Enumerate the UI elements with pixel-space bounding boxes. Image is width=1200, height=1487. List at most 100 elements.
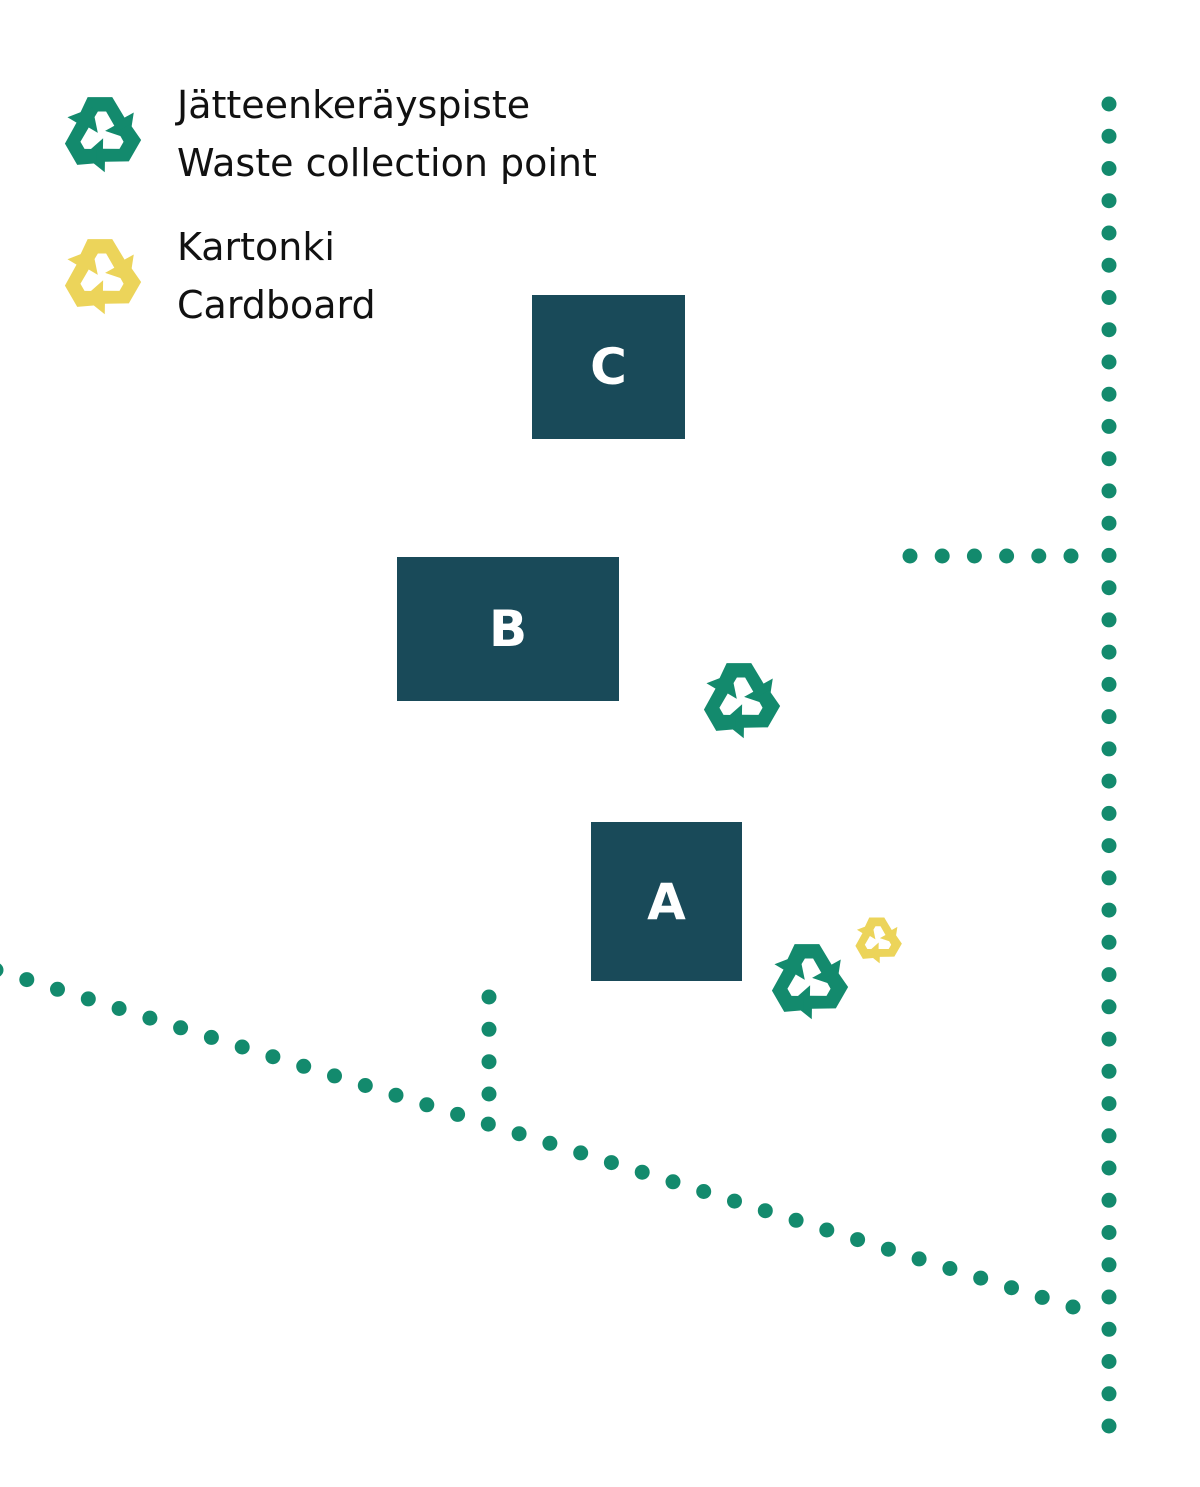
cardboard-point-recycle-icon (855, 917, 902, 964)
path-dot (573, 1145, 589, 1161)
path-dot (1101, 1225, 1117, 1240)
path-dot (450, 1106, 466, 1122)
path-dot (1101, 515, 1117, 531)
path-dot (111, 1001, 127, 1016)
path-dot (173, 1020, 189, 1036)
path-dot (1101, 934, 1117, 950)
legend-cardboard-label-fi: Kartonki (177, 225, 335, 269)
path-dot (1101, 322, 1117, 338)
path-dot (1101, 1321, 1117, 1337)
path-dot (1101, 257, 1117, 273)
building-b-label: B (488, 600, 528, 658)
path-dot (357, 1078, 373, 1093)
path-dot (1101, 902, 1117, 918)
path-dot (1101, 1289, 1117, 1305)
path-dot (902, 548, 918, 564)
path-dot (1004, 1280, 1019, 1296)
path-dot (1101, 1063, 1117, 1079)
path-dot (481, 1054, 497, 1070)
path-dot (542, 1135, 558, 1151)
path-dot (1101, 451, 1117, 467)
path-dot (203, 1029, 219, 1045)
path-dot (1101, 386, 1117, 402)
path-dot (265, 1049, 281, 1065)
path-dot (1101, 1128, 1117, 1144)
path-dot (934, 548, 950, 564)
path-dot (388, 1087, 404, 1103)
path-dot (1101, 1418, 1117, 1434)
path-dot (696, 1184, 712, 1199)
path-dot (1101, 290, 1117, 305)
legend-cardboard-recycle-icon (64, 239, 142, 315)
building-c[interactable]: C (532, 295, 685, 439)
path-dot (19, 972, 35, 988)
path-dot (1101, 1192, 1117, 1208)
path-dot (296, 1058, 312, 1074)
path-dot (1101, 676, 1117, 692)
path-dot (1101, 1031, 1117, 1047)
building-c-label: C (590, 338, 627, 396)
legend-cardboard-label-en: Cardboard (177, 283, 376, 327)
path-dot (1101, 193, 1117, 209)
building-b[interactable]: B (397, 557, 619, 701)
path-dot (999, 548, 1015, 564)
path-dot (788, 1212, 804, 1228)
path-dot (1101, 870, 1117, 886)
path-dot (1101, 483, 1117, 499)
path-dot (142, 1010, 158, 1026)
path-dot (80, 991, 96, 1007)
path-dot (850, 1232, 866, 1248)
waste-point-recycle-icon (771, 944, 849, 1020)
footpath-dots (0, 96, 1117, 1434)
path-dot (1101, 128, 1117, 144)
path-dot (234, 1039, 250, 1055)
path-dot (1101, 1160, 1117, 1176)
path-dot (757, 1203, 773, 1219)
path-dot (603, 1155, 619, 1171)
path-dot (1101, 225, 1117, 241)
path-dot (1101, 612, 1117, 628)
path-dot (880, 1241, 896, 1257)
path-dot (665, 1174, 681, 1190)
path-dot (419, 1097, 435, 1113)
path-dot (1101, 741, 1117, 757)
path-dot (819, 1222, 835, 1238)
path-dot (1101, 547, 1117, 563)
path-dot (1101, 1096, 1117, 1112)
path-dot (1101, 709, 1117, 725)
path-dot (1031, 548, 1047, 564)
path-dot (1034, 1289, 1050, 1305)
building-a[interactable]: A (591, 822, 742, 981)
legend-waste-collection: Jätteenkeräyspiste Waste collection poin… (177, 76, 597, 192)
path-dot (1101, 805, 1117, 821)
path-dot (511, 1126, 527, 1142)
building-a-label: A (647, 872, 686, 931)
path-dot (1101, 773, 1117, 789)
path-dot (1063, 548, 1079, 564)
path-dot (50, 981, 65, 997)
path-dot (1101, 1354, 1117, 1369)
path-dot (727, 1193, 742, 1209)
path-dot (1065, 1299, 1081, 1315)
path-dot (966, 548, 982, 564)
legend-waste-recycle-icon (64, 97, 142, 173)
path-dot (1101, 354, 1117, 370)
path-dot (1101, 999, 1117, 1015)
waste-point-recycle-icon (703, 663, 781, 739)
legend-waste-label-en: Waste collection point (177, 141, 597, 185)
path-dot (1101, 1386, 1117, 1402)
path-dot (634, 1164, 650, 1180)
path-dot (481, 1021, 497, 1037)
path-dot (1101, 644, 1117, 660)
path-dot (1101, 418, 1117, 434)
path-dot (973, 1270, 989, 1286)
path-dot (480, 1116, 496, 1132)
path-dot (327, 1068, 342, 1084)
path-dot (1101, 967, 1117, 983)
path-dot (481, 989, 497, 1005)
path-dot (1101, 1257, 1117, 1273)
path-dot (1101, 161, 1117, 176)
legend-cardboard: Kartonki Cardboard (177, 218, 376, 334)
path-dot (0, 963, 4, 977)
